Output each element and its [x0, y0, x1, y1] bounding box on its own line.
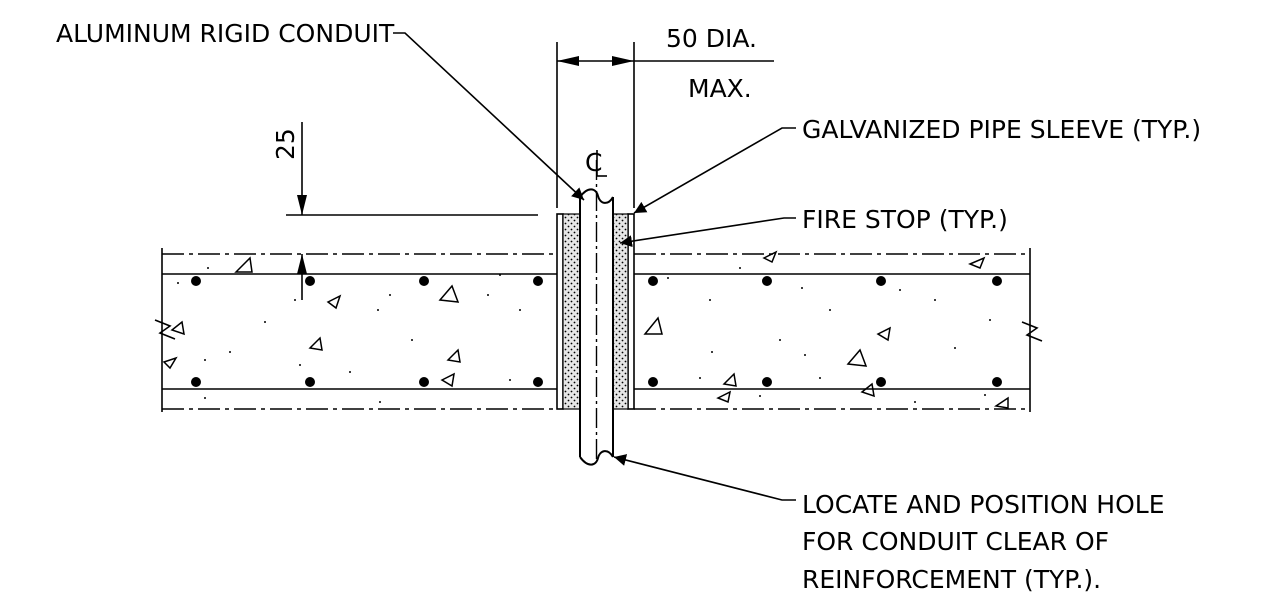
concrete-slab-left	[154, 248, 557, 412]
label-galvanized-pipe-sleeve: GALVANIZED PIPE SLEEVE (TYP.)	[633, 115, 1201, 214]
aluminum-rigid-conduit	[579, 160, 614, 466]
dimension-50-dia: 50 DIA. MAX.	[556, 24, 774, 208]
centerline-symbol: C	[585, 148, 607, 177]
note-line-1: LOCATE AND POSITION HOLE	[802, 490, 1165, 519]
conduit-label: ALUMINUM RIGID CONDUIT	[56, 19, 395, 48]
sleeve-label: GALVANIZED PIPE SLEEVE (TYP.)	[802, 115, 1201, 144]
fire-stop	[562, 213, 629, 410]
reinforcement-bars	[191, 276, 1002, 387]
firestop-label: FIRE STOP (TYP.)	[802, 205, 1008, 234]
note-line-3: REINFORCEMENT (TYP.).	[802, 565, 1101, 594]
dia-label: 50 DIA.	[666, 24, 757, 53]
centerline-label: C	[585, 148, 602, 177]
concrete-aggregate	[162, 250, 1009, 409]
cover-label: 25	[271, 128, 300, 160]
dimension-25-cover: 25	[271, 122, 538, 300]
label-locate-hole-note: LOCATE AND POSITION HOLE FOR CONDUIT CLE…	[613, 454, 1165, 594]
label-fire-stop: FIRE STOP (TYP.)	[619, 205, 1008, 248]
label-aluminum-rigid-conduit: ALUMINUM RIGID CONDUIT	[56, 19, 585, 201]
note-line-2: FOR CONDUIT CLEAR OF	[802, 527, 1109, 556]
max-label: MAX.	[688, 74, 752, 103]
concrete-slab-right	[634, 248, 1043, 412]
